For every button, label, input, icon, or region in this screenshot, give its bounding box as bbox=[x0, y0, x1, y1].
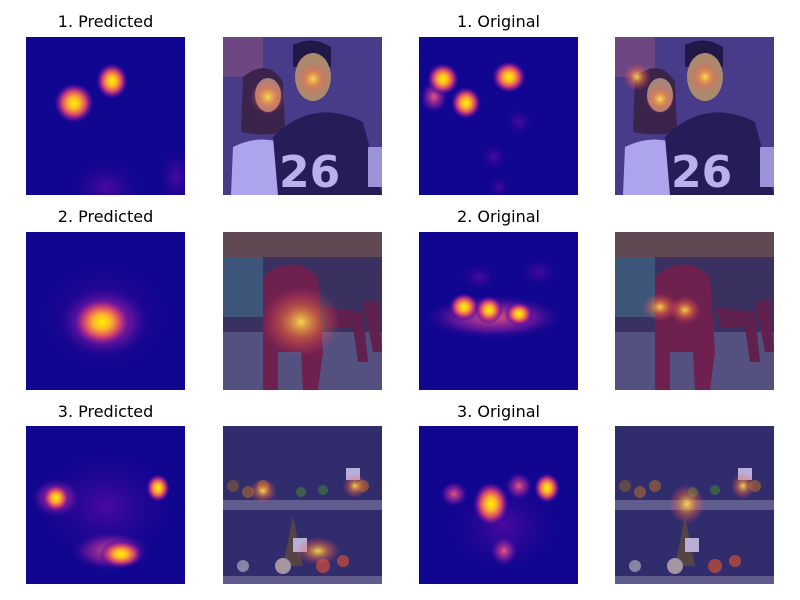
row3-original-overlay-photo bbox=[615, 426, 774, 584]
row1-original-overlay-photo: 26 bbox=[615, 37, 774, 195]
row2-original-title: 2. Original bbox=[457, 207, 540, 226]
row1-original-heatmap bbox=[419, 37, 578, 195]
row3-predicted-overlay-photo bbox=[223, 426, 382, 584]
row1-predicted-heatmap bbox=[26, 37, 185, 195]
row2-predicted-heatmap bbox=[26, 232, 185, 390]
row3-predicted-heatmap bbox=[26, 426, 185, 584]
row1-predicted-title: 1. Predicted bbox=[57, 12, 154, 31]
row1-original-title: 1. Original bbox=[457, 12, 540, 31]
row3-predicted-title: 3. Predicted bbox=[57, 402, 154, 421]
jersey-number: 26 bbox=[279, 147, 340, 195]
row3-original-heatmap bbox=[419, 426, 578, 584]
jersey-number: 26 bbox=[671, 147, 732, 195]
row2-original-overlay-photo bbox=[615, 232, 774, 390]
row3-original-title: 3. Original bbox=[457, 402, 540, 421]
row1-predicted-overlay-photo: 26 bbox=[223, 37, 382, 195]
row2-original-heatmap bbox=[419, 232, 578, 390]
row2-predicted-title: 2. Predicted bbox=[57, 207, 154, 226]
row2-predicted-overlay-photo bbox=[223, 232, 382, 390]
